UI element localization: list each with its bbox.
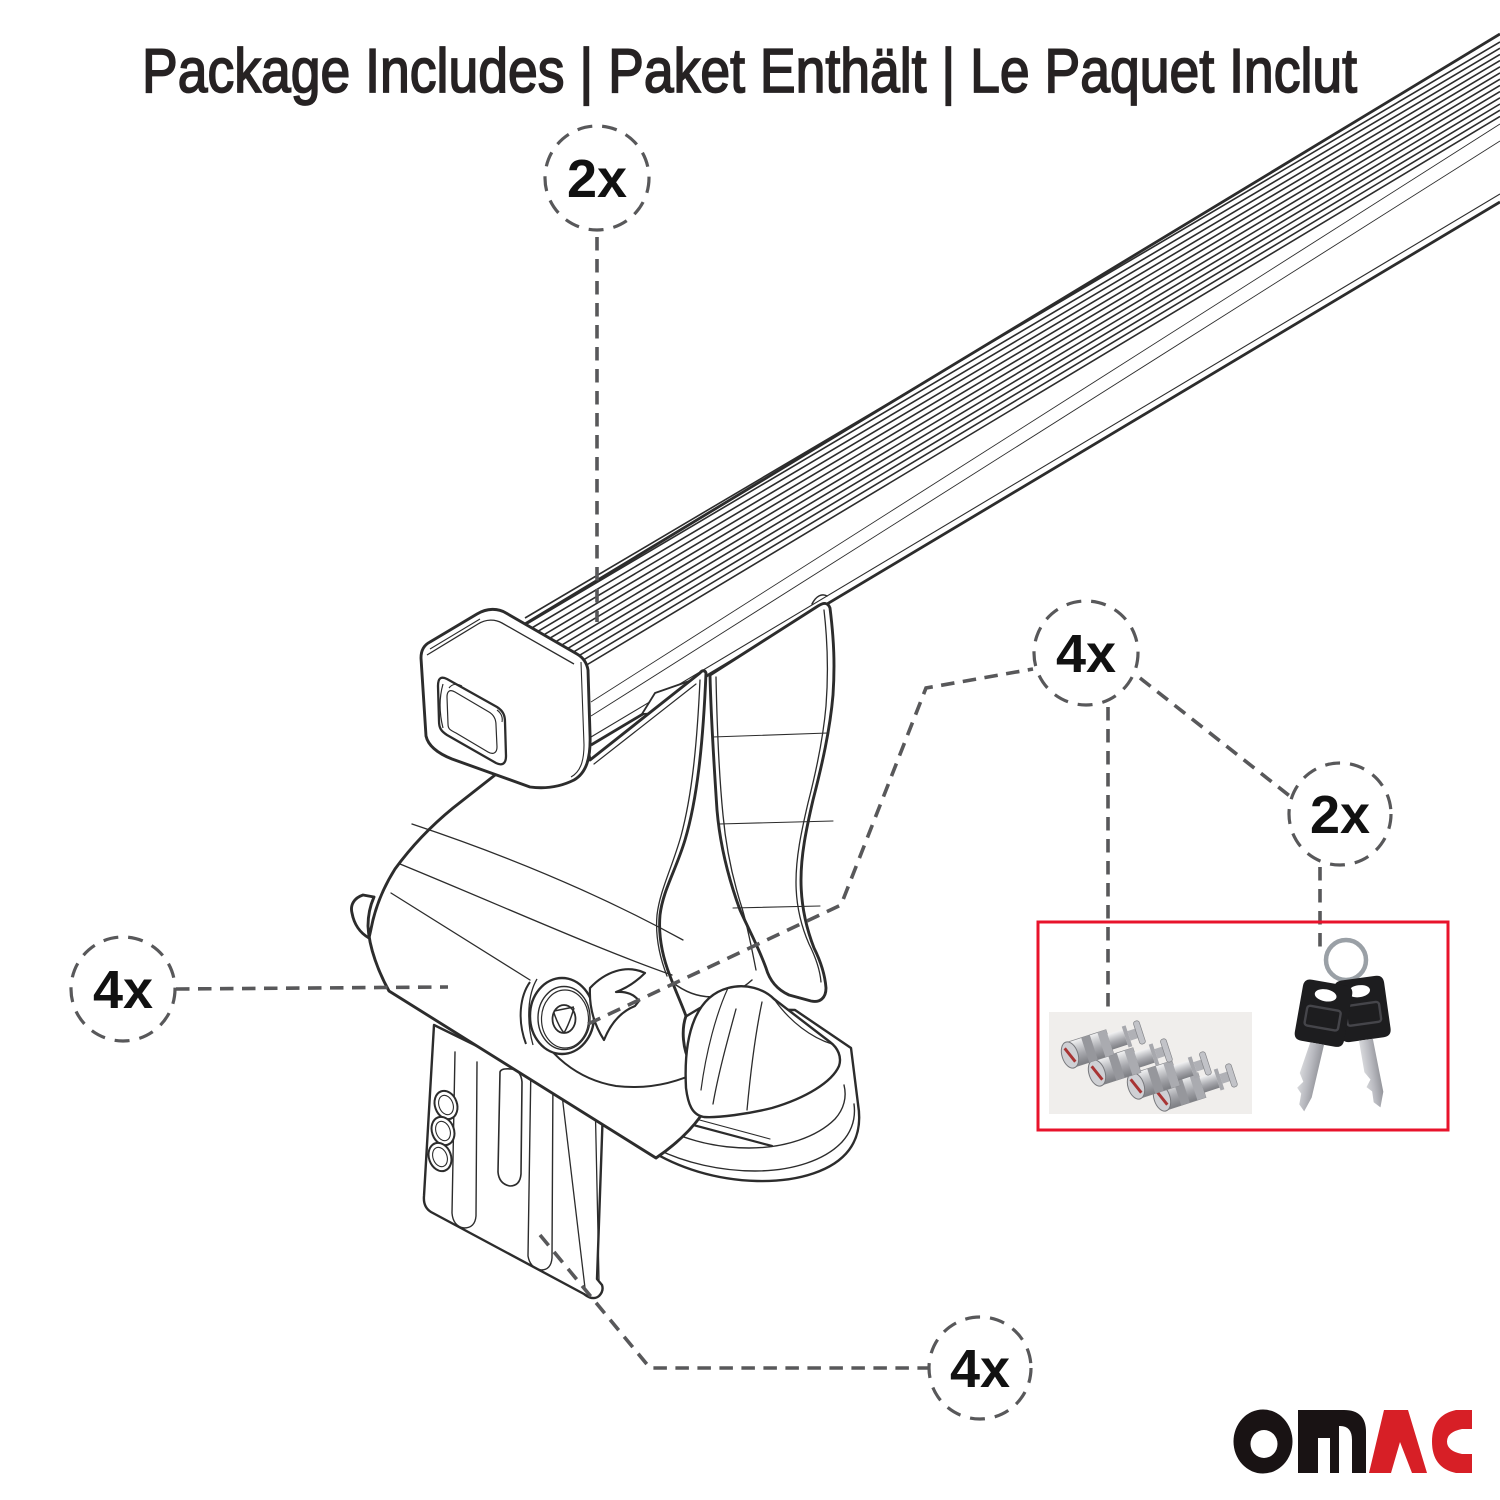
svg-text:2x: 2x (1310, 785, 1370, 845)
svg-text:4x: 4x (93, 960, 153, 1020)
svg-text:Package Includes | Paket Enthä: Package Includes | Paket Enthält | Le Pa… (142, 37, 1357, 106)
svg-text:4x: 4x (1056, 624, 1116, 684)
svg-text:4x: 4x (950, 1339, 1010, 1399)
svg-text:2x: 2x (567, 149, 627, 209)
